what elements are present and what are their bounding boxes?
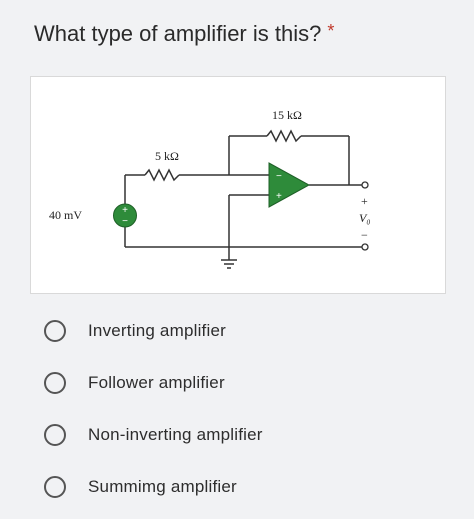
circuit-figure: + − − + 40 mV 5 kΩ 15 kΩ + V₀ −	[30, 76, 446, 294]
question-title: What type of amplifier is this?*	[34, 21, 334, 47]
radio-button[interactable]	[44, 424, 66, 446]
output-voltage-label: V₀	[359, 211, 371, 225]
output-terminal-top	[361, 181, 369, 189]
op-amp-noninverting-sign: +	[276, 191, 282, 202]
source-plus: +	[122, 205, 128, 216]
input-resistor-label: 5 kΩ	[155, 149, 179, 163]
option-follower[interactable]: Follower amplifier	[44, 357, 434, 409]
question-text: What type of amplifier is this?	[34, 21, 322, 46]
option-summing[interactable]: Summimg amplifier	[44, 461, 434, 513]
output-minus-sign: −	[361, 228, 368, 242]
output-terminal-bottom	[361, 243, 369, 251]
option-label: Follower amplifier	[88, 373, 225, 392]
option-label: Non-inverting amplifier	[88, 425, 263, 444]
source-voltage-label: 40 mV	[49, 208, 82, 222]
radio-button[interactable]	[44, 372, 66, 394]
radio-button[interactable]	[44, 476, 66, 498]
option-label: Inverting amplifier	[88, 321, 226, 340]
required-mark: *	[327, 21, 335, 41]
option-non-inverting[interactable]: Non-inverting amplifier	[44, 409, 434, 461]
feedback-resistor	[266, 129, 302, 143]
feedback-resistor-label: 15 kΩ	[272, 108, 302, 122]
voltage-source	[113, 203, 137, 228]
option-inverting[interactable]: Inverting amplifier	[44, 305, 434, 357]
radio-button[interactable]	[44, 320, 66, 342]
option-label: Summimg amplifier	[88, 477, 237, 496]
op-amp-inverting-sign: −	[276, 171, 282, 182]
source-minus: −	[122, 216, 128, 227]
output-plus-sign: +	[361, 194, 368, 208]
op-amp	[268, 162, 311, 208]
circuit-diagram: + − − + 40 mV 5 kΩ 15 kΩ + V₀ −	[49, 108, 371, 269]
input-resistor	[144, 168, 180, 182]
answer-options: Inverting amplifier Follower amplifier N…	[44, 305, 434, 513]
